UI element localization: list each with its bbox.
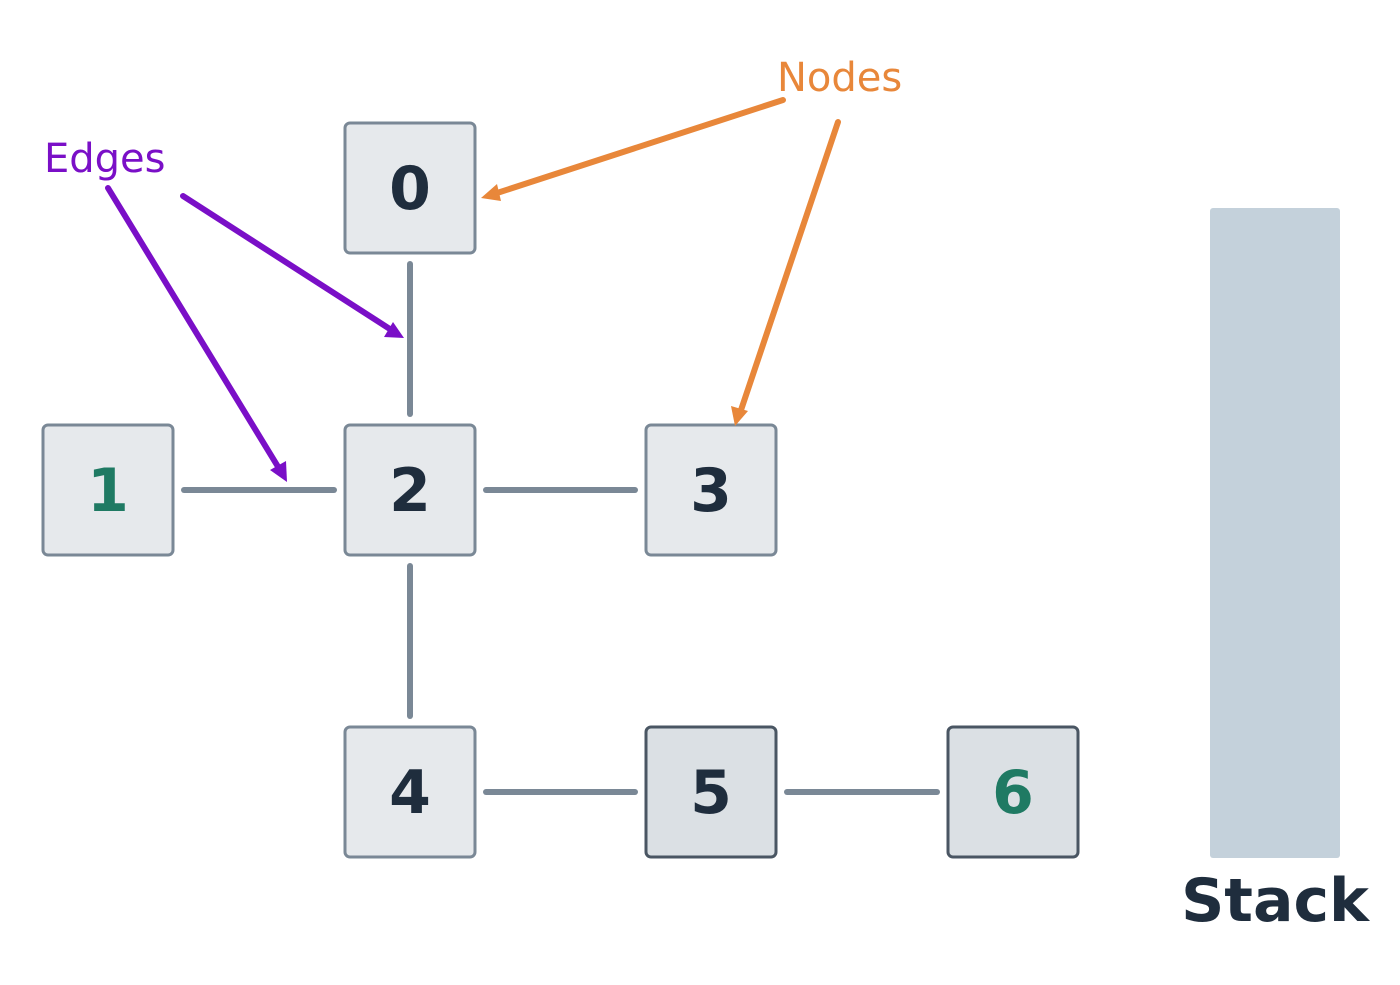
node-0: 0 xyxy=(343,121,477,255)
node-box-6 xyxy=(946,725,1080,859)
node-box-3 xyxy=(644,423,778,557)
edges-annotation-arrows xyxy=(105,185,404,482)
node-label-3: 3 xyxy=(690,456,732,526)
stack-container xyxy=(1210,208,1340,858)
edges-annotation-label: Edges xyxy=(44,136,166,182)
node-box-4 xyxy=(343,725,477,859)
nodes-arrow-to-node-0 xyxy=(491,97,786,197)
node-label-6: 6 xyxy=(992,758,1034,828)
stack-label: Stack xyxy=(1181,866,1371,936)
node-box-5 xyxy=(644,725,778,859)
node-label-4: 4 xyxy=(389,758,431,828)
nodes-arrowhead-3 xyxy=(731,406,748,426)
edges-arrowhead-0-2 xyxy=(384,322,404,338)
edges-arrow-to-edge-0-2 xyxy=(180,193,399,336)
nodes-layer: 0 1 2 3 4 5 6 xyxy=(41,121,1080,859)
node-box-0 xyxy=(343,121,477,255)
node-4: 4 xyxy=(343,725,477,859)
edges-arrowhead-1-2 xyxy=(270,461,287,482)
nodes-arrowhead-0 xyxy=(481,184,501,201)
node-label-2: 2 xyxy=(389,456,431,526)
nodes-annotation-label: Nodes xyxy=(777,55,902,101)
node-box-1 xyxy=(41,423,175,557)
node-box-2 xyxy=(343,423,477,557)
node-label-5: 5 xyxy=(690,758,732,828)
node-label-1: 1 xyxy=(87,456,129,526)
edges-arrow-to-edge-1-2 xyxy=(105,185,283,473)
node-label-0: 0 xyxy=(389,154,431,224)
nodes-arrow-to-node-3 xyxy=(737,119,841,416)
node-2: 2 xyxy=(343,423,477,557)
nodes-annotation-arrows xyxy=(481,97,841,426)
node-6: 6 xyxy=(946,725,1080,859)
node-1: 1 xyxy=(41,423,175,557)
node-5: 5 xyxy=(644,725,778,859)
node-3: 3 xyxy=(644,423,778,557)
edges-layer xyxy=(181,261,940,795)
